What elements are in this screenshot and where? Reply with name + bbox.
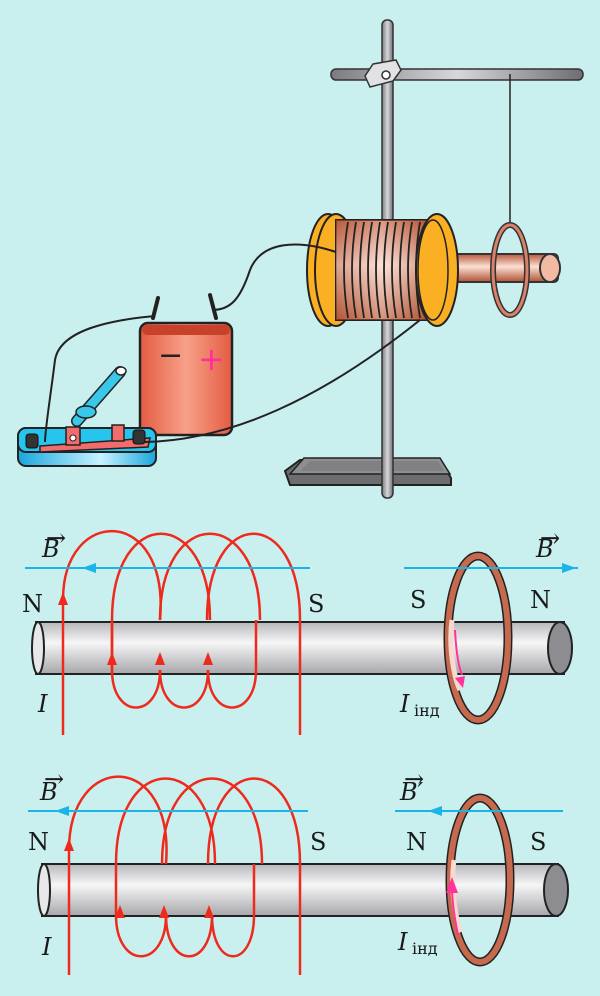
iron-rod (37, 863, 569, 917)
coil-right-pole: S (310, 828, 326, 856)
b-prime-label: B′ (399, 778, 424, 806)
induced-current-arrow (446, 877, 459, 936)
panel-2: B → N S N S B′ → I I інд (28, 765, 569, 975)
b-prime-field-line (404, 563, 578, 573)
b-prime-vector-arrow: → (540, 524, 560, 552)
coil-left-pole: N (28, 828, 49, 856)
b-label: B (41, 535, 60, 563)
induced-ring (443, 551, 513, 725)
clamp (364, 59, 402, 88)
current-label: I (37, 690, 48, 718)
current-coil (61, 530, 302, 735)
coil-spool (306, 213, 459, 327)
b-vector-arrow: → (46, 524, 66, 552)
b-prime-field-line (395, 806, 563, 816)
current-coil (67, 775, 302, 975)
battery: − + (138, 293, 234, 437)
induced-current-label: I (399, 690, 410, 718)
apparatus-illustration: − + (17, 19, 584, 499)
induced-ring (445, 793, 515, 967)
current-arrows (64, 838, 214, 918)
battery-plus-label: + (198, 340, 225, 378)
current-arrows (58, 592, 213, 665)
knife-switch (17, 366, 157, 467)
induced-current-subscript: інд (414, 701, 440, 720)
b-prime-vector-arrow: → (404, 765, 424, 793)
coil-left-pole: N (22, 590, 43, 618)
ring-right-pole: S (530, 828, 546, 856)
stand-base (283, 457, 452, 486)
b-label: B (39, 778, 58, 806)
b-prime-label: B′ (535, 535, 560, 563)
battery-minus-label: − (158, 338, 183, 373)
suspended-ring (490, 222, 530, 318)
induced-current-subscript: інд (412, 939, 438, 958)
ring-left-pole: S (410, 586, 426, 614)
induced-current-arrow (454, 629, 465, 688)
b-field-line (25, 563, 310, 573)
induced-current-label: I (397, 928, 408, 956)
panel-1: B → N S S N B′ → I I інд (22, 524, 578, 735)
wires (44, 243, 421, 443)
coil-right-pole: S (308, 590, 324, 618)
b-vector-arrow: → (44, 765, 64, 793)
coil-windings (343, 221, 421, 319)
current-label: I (41, 933, 52, 961)
b-field-line (28, 806, 308, 816)
ring-right-pole: N (530, 586, 551, 614)
ring-left-pole: N (406, 828, 427, 856)
